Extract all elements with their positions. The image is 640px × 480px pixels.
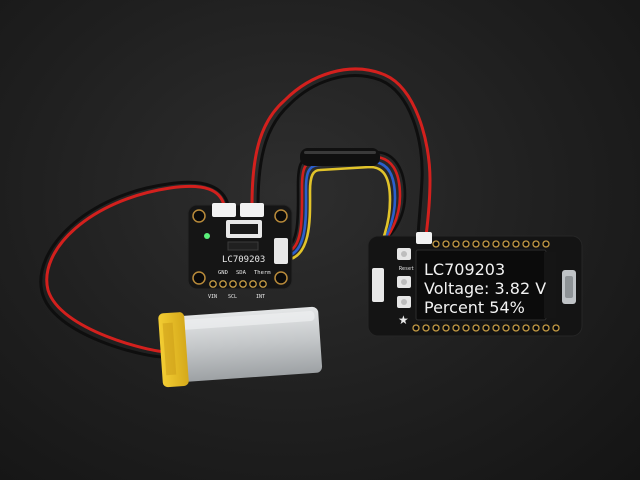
display-line-title: LC709203 [424,260,505,279]
pin-label-sda: SDA [236,270,247,276]
pin-label-therm: Therm [254,270,271,276]
pin-label-int: INT [256,294,265,300]
stemma-qt-cable [284,148,407,262]
reset-label: Reset [399,266,414,272]
header-row-bottom [412,324,560,332]
adafruit-star-logo: ★ [398,313,409,327]
pin-label-scl: SCL [228,294,237,300]
pin-header [209,280,267,288]
jst-connector-left [212,203,236,217]
pin-label-gnd: GND [218,270,228,276]
display-line-voltage: Voltage: 3.82 V [424,279,546,298]
header-row-top [432,240,550,248]
jst-connector-right [240,203,264,217]
power-led [204,233,210,239]
pin-label-vin: VIN [208,294,217,300]
lipo-battery [158,306,323,388]
battery-cable [39,180,230,359]
heatshrink-sleeve [300,148,380,166]
feather-buttons [397,248,411,308]
feather-tft-board: Reset ★ LC709203 Voltage: 3.82 V Percent… [367,232,583,337]
display-line-percent: Percent 54% [424,298,525,317]
power-cable [250,67,432,237]
chip-label: LC709203 [222,255,265,265]
lc709203-breakout-board: LC709203 GND SDA Therm VIN SCL INT [187,203,293,300]
